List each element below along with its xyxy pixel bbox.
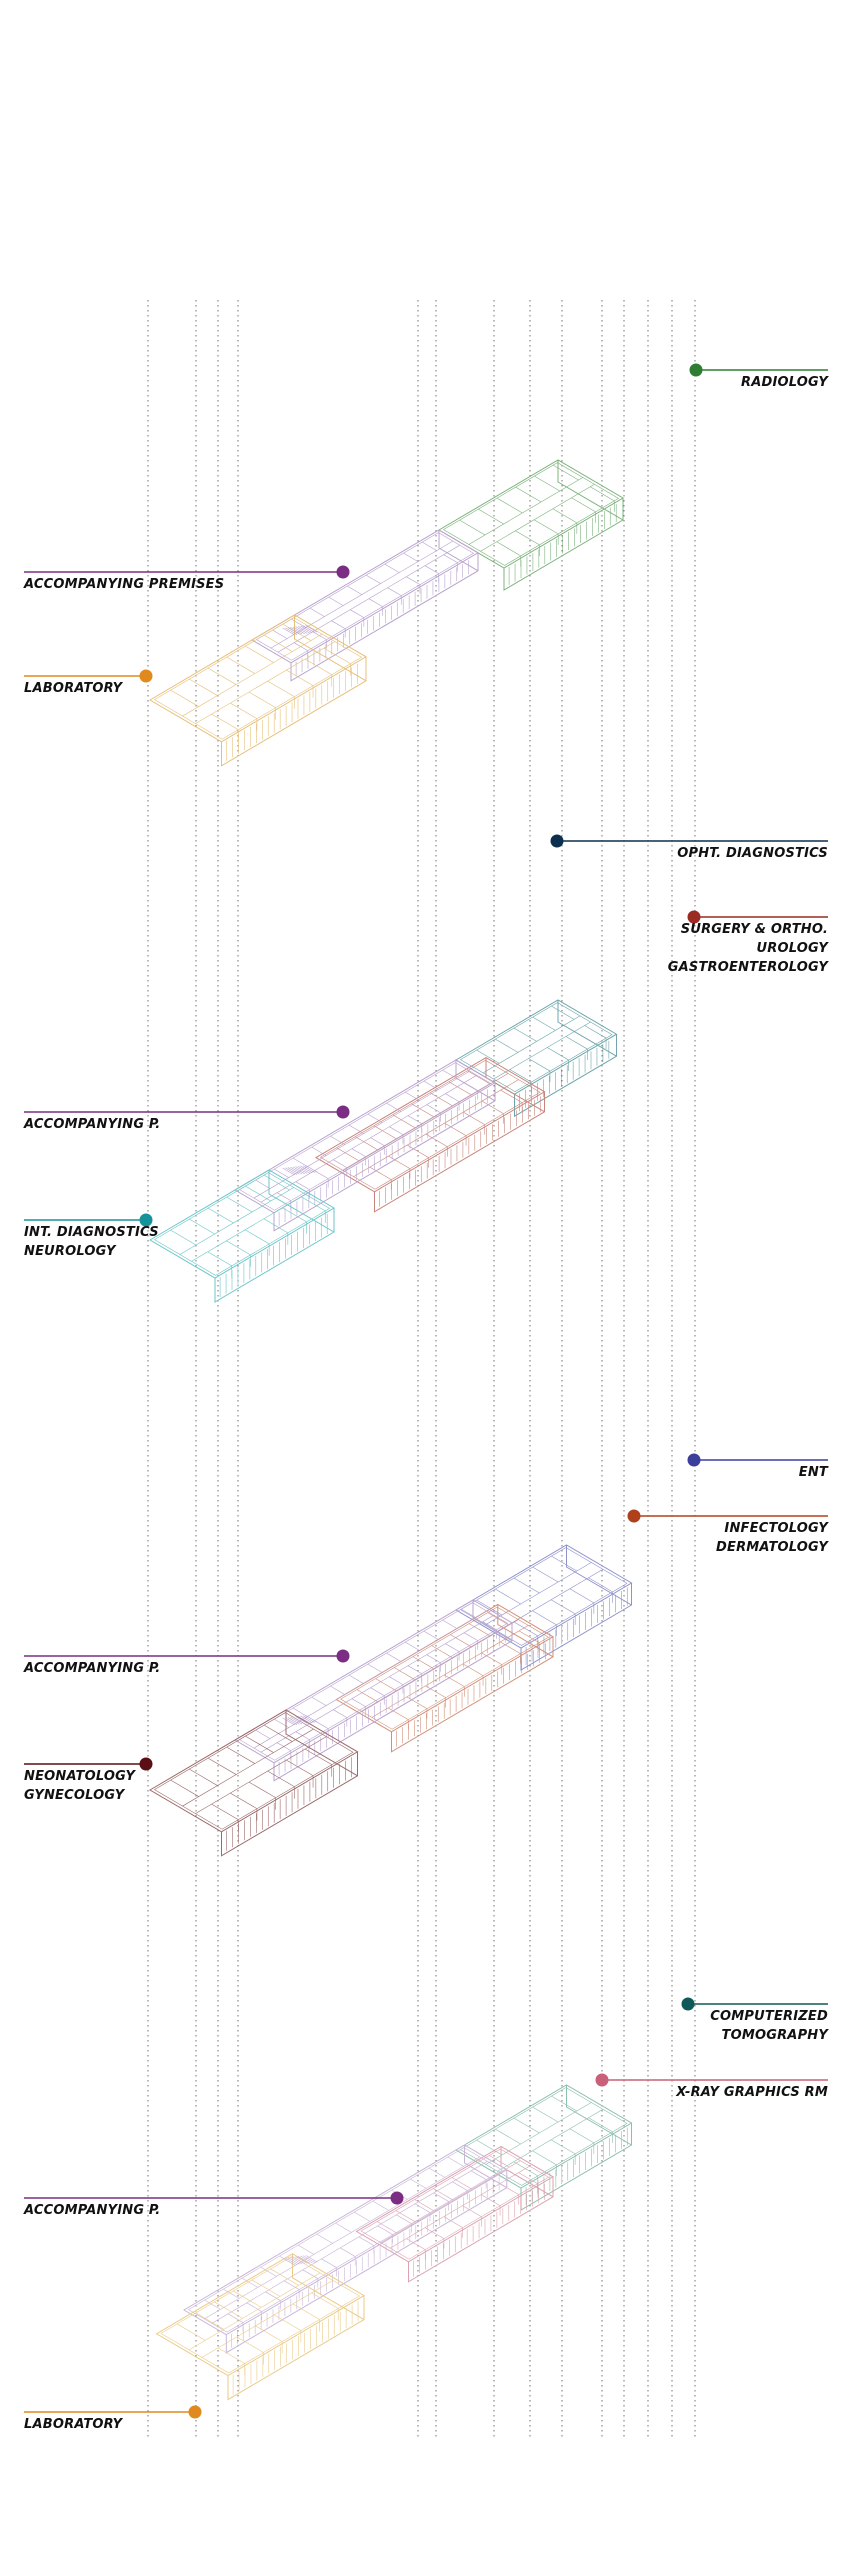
- department-labels: RADIOLOGY ACCOMPANYING PREMISES LABORATORY…: [23, 363, 830, 2432]
- label-text: GYNECOLOGY: [24, 1788, 126, 1803]
- label-dot: [390, 2191, 404, 2205]
- label-dot: [550, 834, 564, 848]
- label-text: SURGERY & ORTHO.: [681, 922, 828, 937]
- label-text: INFECTOLOGY: [724, 1521, 829, 1536]
- corridor-zone: [234, 1599, 513, 1782]
- radiology-zone: [438, 459, 624, 591]
- floor-4: [149, 459, 624, 767]
- label-dot: [336, 565, 350, 579]
- label-accompanying: ACCOMPANYING P.: [23, 1105, 350, 1132]
- label-text: COMPUTERIZED: [710, 2009, 828, 2024]
- label-radiology: RADIOLOGY: [689, 363, 829, 390]
- label-laboratory: LABORATORY: [24, 669, 153, 696]
- laboratory-zone: [155, 2253, 365, 2401]
- label-int-diag: INT. DIAGNOSTICS NEUROLOGY: [24, 1213, 159, 1259]
- corridor-zone: [251, 529, 479, 682]
- corridor-zone: [183, 2144, 508, 2354]
- label-text: UROLOGY: [757, 941, 830, 956]
- label-dot: [689, 363, 703, 377]
- label-dot: [188, 2405, 202, 2419]
- vertical-alignment-guides: [147, 300, 696, 2440]
- label-text: LABORATORY: [24, 2417, 124, 2432]
- label-text: GASTROENTEROLOGY: [668, 960, 830, 975]
- label-dot: [687, 910, 701, 924]
- floor-1: [155, 2084, 633, 2401]
- label-text: INT. DIAGNOSTICS: [24, 1225, 159, 1240]
- label-text: NEUROLOGY: [24, 1244, 117, 1259]
- label-text: ACCOMPANYING P.: [23, 1661, 160, 1676]
- label-dot: [336, 1649, 350, 1663]
- label-ent: ENT: [687, 1453, 829, 1480]
- staircase: [282, 1715, 318, 1726]
- label-text: ACCOMPANYING P.: [23, 2203, 160, 2218]
- label-text: RADIOLOGY: [741, 375, 829, 390]
- label-text: DERMATOLOGY: [716, 1540, 829, 1555]
- label-surgery: SURGERY & ORTHO. UROLOGY GASTROENTEROLOGY: [668, 910, 830, 975]
- corridor-zone: [234, 1059, 496, 1232]
- label-text: ACCOMPANYING PREMISES: [23, 577, 224, 592]
- label-xray: X-RAY GRAPHICS RM: [595, 2073, 828, 2100]
- label-text: OPHT. DIAGNOSTICS: [677, 846, 828, 861]
- staircase: [282, 1165, 318, 1176]
- infectology-zone: [335, 1603, 554, 1753]
- label-opht: OPHT. DIAGNOSTICS: [550, 834, 828, 861]
- laboratory-zone: [149, 614, 367, 767]
- surgery-zone: [315, 1057, 546, 1213]
- label-accompanying: ACCOMPANYING P.: [23, 1649, 350, 1676]
- xray-zone: [355, 2145, 554, 2283]
- label-dot: [681, 1997, 695, 2011]
- label-dot: [627, 1509, 641, 1523]
- label-text: LABORATORY: [24, 681, 124, 696]
- label-neonatology: NEONATOLOGY GYNECOLOGY: [24, 1757, 153, 1803]
- label-dot: [139, 669, 153, 683]
- label-text: ENT: [799, 1465, 829, 1480]
- label-infectology: INFECTOLOGY DERMATOLOGY: [627, 1509, 829, 1555]
- label-text: NEONATOLOGY: [24, 1769, 136, 1784]
- opht-zone: [455, 999, 618, 1118]
- label-dot: [336, 1105, 350, 1119]
- label-dot: [139, 1213, 153, 1227]
- label-ct: COMPUTERIZED TOMOGRAPHY: [681, 1997, 830, 2043]
- label-dot: [687, 1453, 701, 1467]
- label-text: X-RAY GRAPHICS RM: [675, 2085, 828, 2100]
- label-dot: [595, 2073, 609, 2087]
- staircase: [282, 2255, 318, 2266]
- label-accompanying: ACCOMPANYING PREMISES: [23, 565, 350, 592]
- staircase: [282, 625, 318, 636]
- floor-3: [149, 999, 618, 1303]
- label-accompanying: ACCOMPANYING P.: [23, 2191, 404, 2218]
- label-laboratory: LABORATORY: [24, 2405, 202, 2432]
- label-dot: [139, 1757, 153, 1771]
- floor-2: [149, 1544, 633, 1857]
- int-diag-zone: [149, 1169, 335, 1303]
- label-text: ACCOMPANYING P.: [23, 1117, 160, 1132]
- label-text: TOMOGRAPHY: [722, 2028, 830, 2043]
- building-floors: [149, 459, 633, 2401]
